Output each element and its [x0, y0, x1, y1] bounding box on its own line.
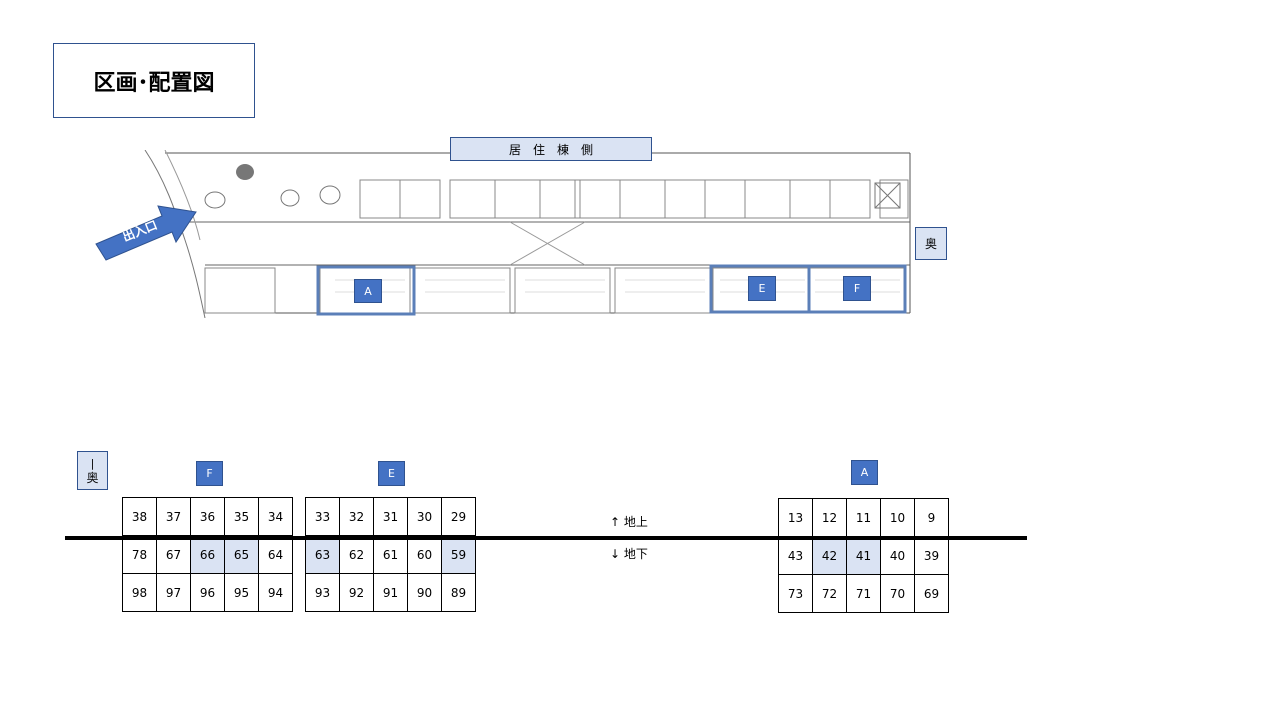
parking-space: 30 [407, 497, 442, 536]
parking-space: 39 [914, 536, 949, 575]
grid-row: 78 67 66 65 64 [122, 535, 293, 574]
parking-grid-middle: 33 32 31 30 29 63 62 61 60 59 93 92 91 9… [305, 497, 476, 612]
grid-row: 63 62 61 60 59 [305, 535, 476, 574]
grid-tag-e: E [378, 461, 405, 486]
parking-space: 95 [224, 573, 259, 612]
parking-space: 89 [441, 573, 476, 612]
residential-side-label: 居 住 棟 側 [450, 137, 652, 161]
below-ground-label: ↓ 地下 [610, 547, 648, 561]
parking-space: 98 [122, 573, 157, 612]
grid-tag-f: F [196, 461, 223, 486]
parking-space-highlighted: 41 [846, 536, 881, 575]
above-ground-label: ↑ 地上 [610, 515, 648, 529]
parking-space: 90 [407, 573, 442, 612]
grid-row: 43 42 41 40 39 [778, 536, 949, 575]
grid-row: 93 92 91 90 89 [305, 573, 476, 612]
parking-grid-left: 38 37 36 35 34 78 67 66 65 64 98 97 96 9… [122, 497, 293, 612]
parking-space: 32 [339, 497, 374, 536]
plan-frame-a [316, 265, 416, 316]
entrance-arrow-icon [95, 205, 197, 261]
parking-space: 33 [305, 497, 340, 536]
parking-space: 93 [305, 573, 340, 612]
page-title: 区画･配置図 [53, 43, 255, 118]
parking-space: 73 [778, 574, 813, 613]
parking-space: 61 [373, 535, 408, 574]
grid-row: 13 12 11 10 9 [778, 498, 949, 537]
parking-space: 71 [846, 574, 881, 613]
back-label-right: 奥 [915, 227, 947, 260]
parking-space: 72 [812, 574, 847, 613]
parking-grid-right: 13 12 11 10 9 43 42 41 40 39 73 72 71 70… [778, 498, 949, 613]
ground-level-divider [65, 536, 1027, 540]
parking-space: 97 [156, 573, 191, 612]
parking-space: 31 [373, 497, 408, 536]
parking-space: 94 [258, 573, 293, 612]
parking-space: 96 [190, 573, 225, 612]
parking-space: 34 [258, 497, 293, 536]
plan-tag-f: F [843, 276, 871, 301]
parking-space: 13 [778, 498, 813, 537]
parking-space: 43 [778, 536, 813, 575]
floor-plan-drawing [105, 150, 915, 318]
parking-space: 91 [373, 573, 408, 612]
parking-space-highlighted: 59 [441, 535, 476, 574]
back-label-left-text: 奥 [86, 470, 99, 485]
plan-frame-f [807, 264, 907, 314]
parking-space-highlighted: 63 [305, 535, 340, 574]
parking-space-highlighted: 66 [190, 535, 225, 574]
plan-tag-a: A [354, 279, 382, 303]
parking-space: 10 [880, 498, 915, 537]
grid-row: 33 32 31 30 29 [305, 497, 476, 536]
parking-space: 36 [190, 497, 225, 536]
back-marker-dash: | [90, 456, 95, 470]
parking-space: 69 [914, 574, 949, 613]
parking-space-highlighted: 65 [224, 535, 259, 574]
grid-row: 98 97 96 95 94 [122, 573, 293, 612]
parking-space: 9 [914, 498, 949, 537]
parking-space: 92 [339, 573, 374, 612]
parking-space: 60 [407, 535, 442, 574]
plan-tag-e: E [748, 276, 776, 301]
parking-space: 67 [156, 535, 191, 574]
parking-space: 38 [122, 497, 157, 536]
parking-space-highlighted: 42 [812, 536, 847, 575]
parking-space: 70 [880, 574, 915, 613]
back-label-left: | 奥 [77, 451, 108, 490]
grid-row: 73 72 71 70 69 [778, 574, 949, 613]
parking-space: 78 [122, 535, 157, 574]
grid-row: 38 37 36 35 34 [122, 497, 293, 536]
grid-tag-a: A [851, 460, 878, 485]
parking-space: 11 [846, 498, 881, 537]
parking-space: 62 [339, 535, 374, 574]
parking-space: 35 [224, 497, 259, 536]
parking-space: 37 [156, 497, 191, 536]
parking-space: 29 [441, 497, 476, 536]
parking-space: 64 [258, 535, 293, 574]
parking-space: 12 [812, 498, 847, 537]
parking-space: 40 [880, 536, 915, 575]
